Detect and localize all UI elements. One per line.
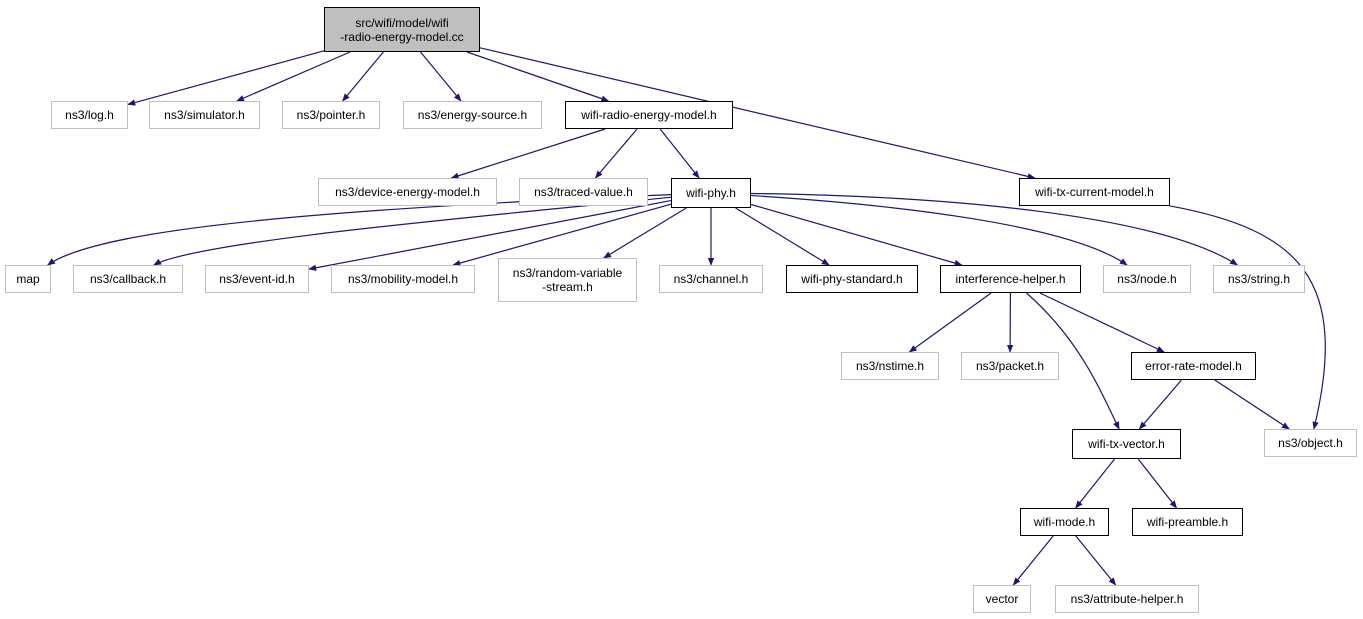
- node-wifi-phy-standard[interactable]: wifi-phy-standard.h: [786, 265, 918, 293]
- edge-root-to-wifi-tx-current-model: [479, 47, 1036, 180]
- node-ns3-log[interactable]: ns3/log.h: [51, 101, 128, 129]
- edge-root-to-pointer: [342, 51, 384, 102]
- node-ns3-packet[interactable]: ns3/packet.h: [961, 352, 1059, 380]
- edge-wifi-tx-vector-to-wifi-preamble: [1137, 458, 1178, 509]
- edge-root-to-log: [127, 50, 325, 106]
- node-ns3-mobility-model[interactable]: ns3/mobility-model.h: [331, 265, 475, 293]
- node-wifi-mode[interactable]: wifi-mode.h: [1020, 508, 1109, 536]
- edge-wifi-phy-to-string: [750, 192, 1239, 266]
- edge-wifi-tx-vector-to-wifi-mode: [1075, 458, 1116, 509]
- node-wifi-radio-energy-model[interactable]: wifi-radio-energy-model.h: [565, 101, 733, 129]
- node-ns3-energy-source[interactable]: ns3/energy-source.h: [403, 101, 542, 129]
- node-ns3-simulator[interactable]: ns3/simulator.h: [149, 101, 260, 129]
- node-error-rate-model[interactable]: error-rate-model.h: [1131, 352, 1256, 380]
- node-ns3-nstime[interactable]: ns3/nstime.h: [841, 352, 939, 380]
- edge-wifi-phy-to-random-variable-stream: [603, 207, 687, 259]
- edge-wifi-mode-to-vector: [1012, 535, 1054, 586]
- edge-error-rate-model-to-wifi-tx-vector: [1138, 379, 1182, 430]
- edge-root-to-wifi-radio-energy-model: [466, 51, 610, 102]
- edge-wifi-phy-to-map: [47, 194, 672, 266]
- edge-wifi-radio-energy-model-to-device-energy-model: [450, 128, 606, 179]
- edge-wifi-tx-current-model-to-object: [1169, 205, 1326, 430]
- node-wifi-tx-vector[interactable]: wifi-tx-vector.h: [1072, 429, 1181, 459]
- node-ns3-random-variable-stream[interactable]: ns3/random-variable -stream.h: [498, 258, 637, 302]
- node-ns3-attribute-helper[interactable]: ns3/attribute-helper.h: [1055, 585, 1199, 613]
- node-ns3-event-id[interactable]: ns3/event-id.h: [205, 265, 309, 293]
- node-ns3-pointer[interactable]: ns3/pointer.h: [282, 101, 380, 129]
- node-ns3-device-energy-model[interactable]: ns3/device-energy-model.h: [318, 178, 497, 206]
- edge-wifi-radio-energy-model-to-traced-value: [594, 128, 638, 179]
- edge-wifi-phy-to-interference-helper: [750, 203, 963, 267]
- node-ns3-node[interactable]: ns3/node.h: [1103, 265, 1191, 293]
- node-ns3-traced-value[interactable]: ns3/traced-value.h: [519, 178, 648, 206]
- edge-wifi-mode-to-attribute-helper: [1075, 535, 1117, 586]
- edge-wifi-phy-to-node: [750, 194, 1128, 266]
- node-vector[interactable]: vector: [973, 585, 1031, 613]
- edge-interference-helper-to-wifi-tx-vector: [1026, 292, 1120, 430]
- edge-interference-helper-to-nstime: [908, 292, 992, 353]
- node-wifi-preamble[interactable]: wifi-preamble.h: [1132, 508, 1243, 536]
- edge-root-to-simulator: [236, 51, 351, 102]
- node-ns3-callback[interactable]: ns3/callback.h: [73, 265, 183, 293]
- node-ns3-string[interactable]: ns3/string.h: [1213, 265, 1305, 293]
- node-map[interactable]: map: [5, 265, 51, 293]
- node-wifi-phy[interactable]: wifi-phy.h: [671, 178, 751, 208]
- edge-root-to-energy-source: [420, 51, 462, 102]
- node-wifi-tx-current-model[interactable]: wifi-tx-current-model.h: [1019, 178, 1170, 206]
- node-interference-helper[interactable]: interference-helper.h: [940, 265, 1081, 293]
- node-ns3-object[interactable]: ns3/object.h: [1264, 429, 1357, 457]
- node-ns3-channel[interactable]: ns3/channel.h: [659, 265, 763, 293]
- edge-wifi-phy-to-wifi-phy-standard: [735, 207, 830, 266]
- edge-wifi-phy-to-callback: [153, 196, 672, 266]
- edge-wifi-radio-energy-model-to-wifi-phy: [659, 128, 700, 179]
- edge-wifi-phy-to-mobility-model: [452, 203, 672, 267]
- edge-wifi-phy-to-event-id: [308, 199, 672, 271]
- edge-error-rate-model-to-object: [1214, 379, 1290, 430]
- edge-interference-helper-to-error-rate-model: [1039, 292, 1165, 353]
- node-root-file[interactable]: src/wifi/model/wifi -radio-energy-model.…: [324, 7, 480, 52]
